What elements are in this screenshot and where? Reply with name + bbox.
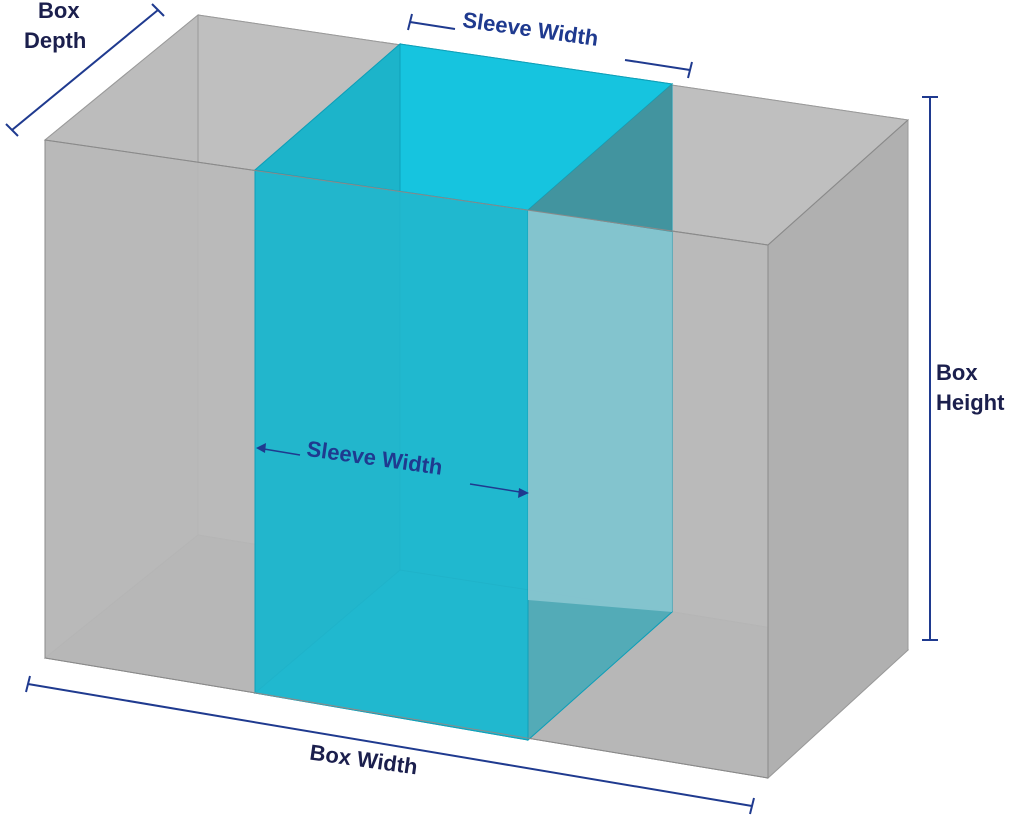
arrow-right-icon — [518, 488, 529, 498]
box-front-top-edge — [44, 139, 769, 246]
box-front-bottom-edge — [44, 657, 769, 779]
sleeve-right-glass — [528, 210, 672, 612]
sleeve — [253, 42, 674, 742]
box-height-label-line1: Box — [936, 360, 978, 385]
sleeve-width-top-dimension — [407, 13, 693, 79]
box-top-right-edge — [767, 119, 909, 246]
box-width-dimension — [25, 675, 755, 815]
box-depth-dimension — [5, 3, 165, 137]
sleeve-top-right-dark — [528, 84, 672, 232]
box-width-label: Box Width — [308, 740, 419, 780]
sleeve-width-arrows — [256, 443, 529, 498]
box-height-dimension — [922, 96, 938, 641]
box-height-label-line2: Height — [936, 390, 1005, 415]
dimension-lines — [5, 3, 938, 815]
box-depth-label-line2: Depth — [24, 28, 86, 53]
box-depth-label-line1: Box — [38, 0, 80, 23]
box-edges — [44, 119, 909, 779]
sleeve-width-top-label: Sleeve Width — [461, 7, 600, 51]
arrow-left-icon — [256, 443, 266, 453]
